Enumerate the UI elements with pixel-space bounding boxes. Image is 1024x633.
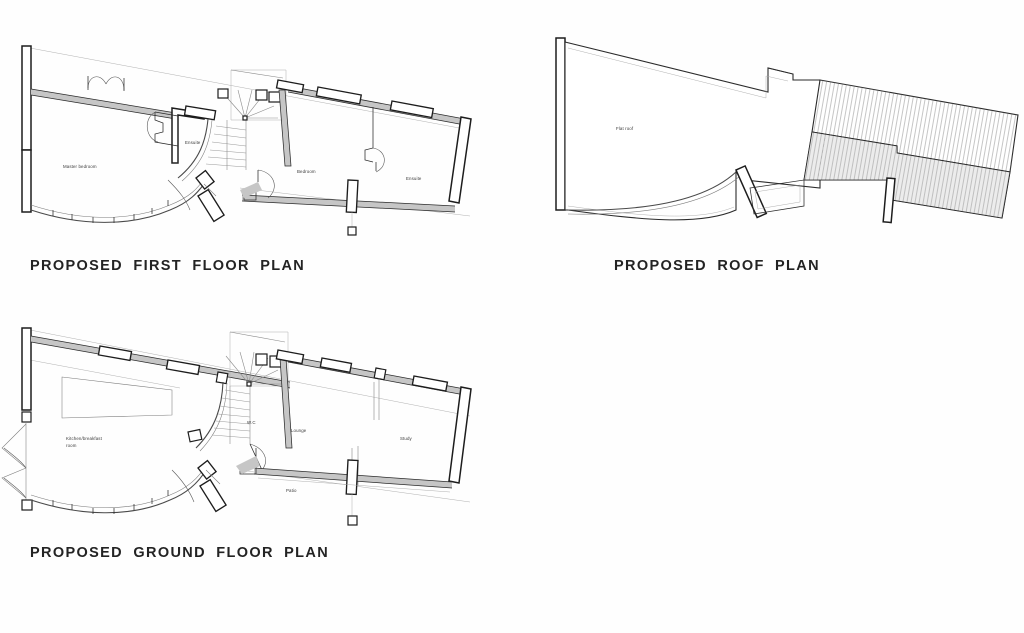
ground-floor-bay-curved-wall xyxy=(30,459,228,514)
roof-left-end-wall xyxy=(555,37,566,211)
first-floor-plan: Master bedroom Ensuite Bedroom Ensuite xyxy=(0,20,512,280)
ground-floor-north-wall xyxy=(30,335,291,389)
ground-floor-room-labels: Kitchen/breakfast room W.C Lounge Study … xyxy=(66,420,413,493)
ground-floor-staircase xyxy=(211,331,289,471)
first-floor-ensuite-right-walls xyxy=(364,107,385,173)
first-floor-stair-curved-wall xyxy=(177,118,213,182)
ground-floor-left-bay xyxy=(1,423,27,499)
ground-floor-porch xyxy=(236,448,260,475)
ground-floor-plan: Kitchen/breakfast room W.C Lounge Study … xyxy=(0,320,512,580)
roof-step-detail xyxy=(567,67,820,215)
room-label-kitchen-breakfast-line2: room xyxy=(66,443,77,448)
ground-floor-stair-curved-wall xyxy=(187,381,228,452)
first-floor-staircase xyxy=(205,69,287,170)
roof-plan-title: PROPOSED ROOF PLAN xyxy=(614,258,820,274)
ground-floor-left-end-wall xyxy=(21,327,33,511)
room-label-patio: Patio xyxy=(286,488,297,493)
room-label-flat-roof: Flat roof xyxy=(616,126,634,131)
ground-floor-wc-walls xyxy=(255,353,293,449)
room-label-lounge: Lounge xyxy=(291,428,307,433)
roof-plan: Flat roof xyxy=(540,20,1024,280)
first-floor-plan-title: PROPOSED FIRST FLOOR PLAN xyxy=(30,258,306,274)
ground-floor-lounge-north-wall xyxy=(275,349,471,397)
ground-floor-south-wall xyxy=(253,459,453,526)
room-label-master-bedroom: Master bedroom xyxy=(63,164,97,169)
first-floor-bedroom-partition xyxy=(278,89,292,167)
first-floor-right-end-wall xyxy=(448,116,472,204)
first-floor-room-labels: Master bedroom Ensuite Bedroom Ensuite xyxy=(63,140,422,181)
room-label-study: Study xyxy=(400,436,413,441)
roof-eaves-strip xyxy=(749,177,896,224)
room-label-ensuite-right: Ensuite xyxy=(406,176,422,181)
roof-ridge-beam xyxy=(735,164,768,219)
first-floor-south-wall xyxy=(241,179,456,236)
room-label-bedroom: Bedroom xyxy=(297,169,316,174)
ground-floor-right-end-wall xyxy=(448,386,472,484)
first-floor-bay-curved-wall xyxy=(30,169,226,223)
ground-floor-plan-title: PROPOSED GROUND FLOOR PLAN xyxy=(30,545,330,561)
room-label-kitchen-breakfast: Kitchen/breakfast xyxy=(66,436,103,441)
ground-floor-kitchen-island xyxy=(61,376,173,419)
first-floor-left-end-wall xyxy=(21,45,32,213)
roof-tiled-lower xyxy=(803,131,1011,219)
first-floor-north-wall xyxy=(30,76,177,120)
first-floor-porch xyxy=(240,169,275,201)
room-label-ensuite-left: Ensuite xyxy=(185,140,201,145)
first-floor-ensuite-left-walls xyxy=(146,105,217,164)
roof-flat-area xyxy=(564,41,821,221)
room-label-wc: W.C xyxy=(247,420,256,425)
first-floor-bedroom-north-wall xyxy=(275,79,471,127)
